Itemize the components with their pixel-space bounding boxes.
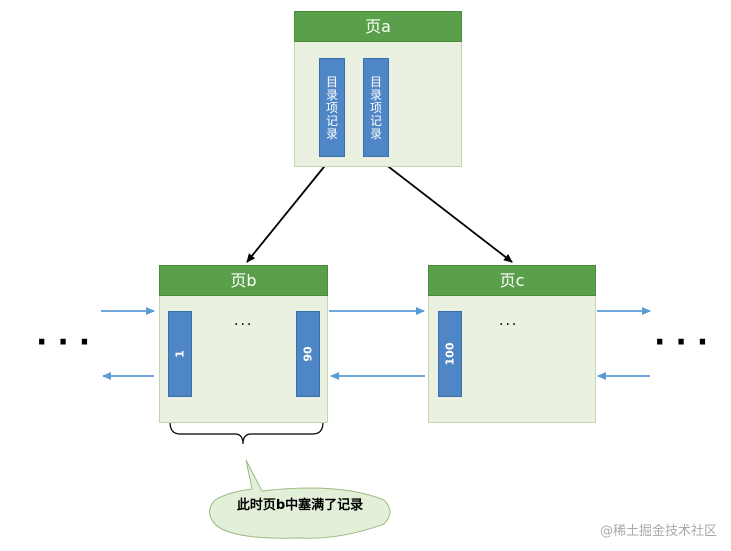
page-c-ellipsis: ··· [499,317,519,333]
page-c-record-first-label: 100 [443,342,457,366]
callout-text: 此时页b中塞满了记录 [236,498,364,513]
page-c: 页c 100 ··· [428,265,596,423]
page-b-title: 页b [159,265,328,296]
page-a-record-2: 目录项记录 [363,58,389,157]
callout-bubble [209,459,391,539]
page-b: 页b 1 ··· 90 [159,265,328,423]
page-a-record-1-label: 目录项记录 [324,75,339,140]
watermark: @稀土掘金技术社区 [599,524,717,539]
page-a-record-1: 目录项记录 [319,58,345,157]
page-b-ellipsis: ··· [234,317,254,333]
page-a-title: 页a [294,11,462,42]
left-more-pages-ellipsis: ··· [36,325,101,360]
arrow-to-page-b [246,156,333,263]
page-b-record-first-label: 1 [173,350,187,358]
arrow-to-page-c [375,156,513,263]
page-b-record-first: 1 [168,311,192,397]
page-c-record-first: 100 [438,311,462,397]
page-c-title: 页c [428,265,596,296]
page-b-record-last-label: 90 [301,346,315,362]
right-more-pages-ellipsis: ··· [654,325,719,360]
page-a: 页a 目录项记录 目录项记录 [294,11,462,167]
page-b-record-last: 90 [296,311,320,397]
page-b-brace [169,421,324,445]
page-a-record-2-label: 目录项记录 [368,75,383,140]
